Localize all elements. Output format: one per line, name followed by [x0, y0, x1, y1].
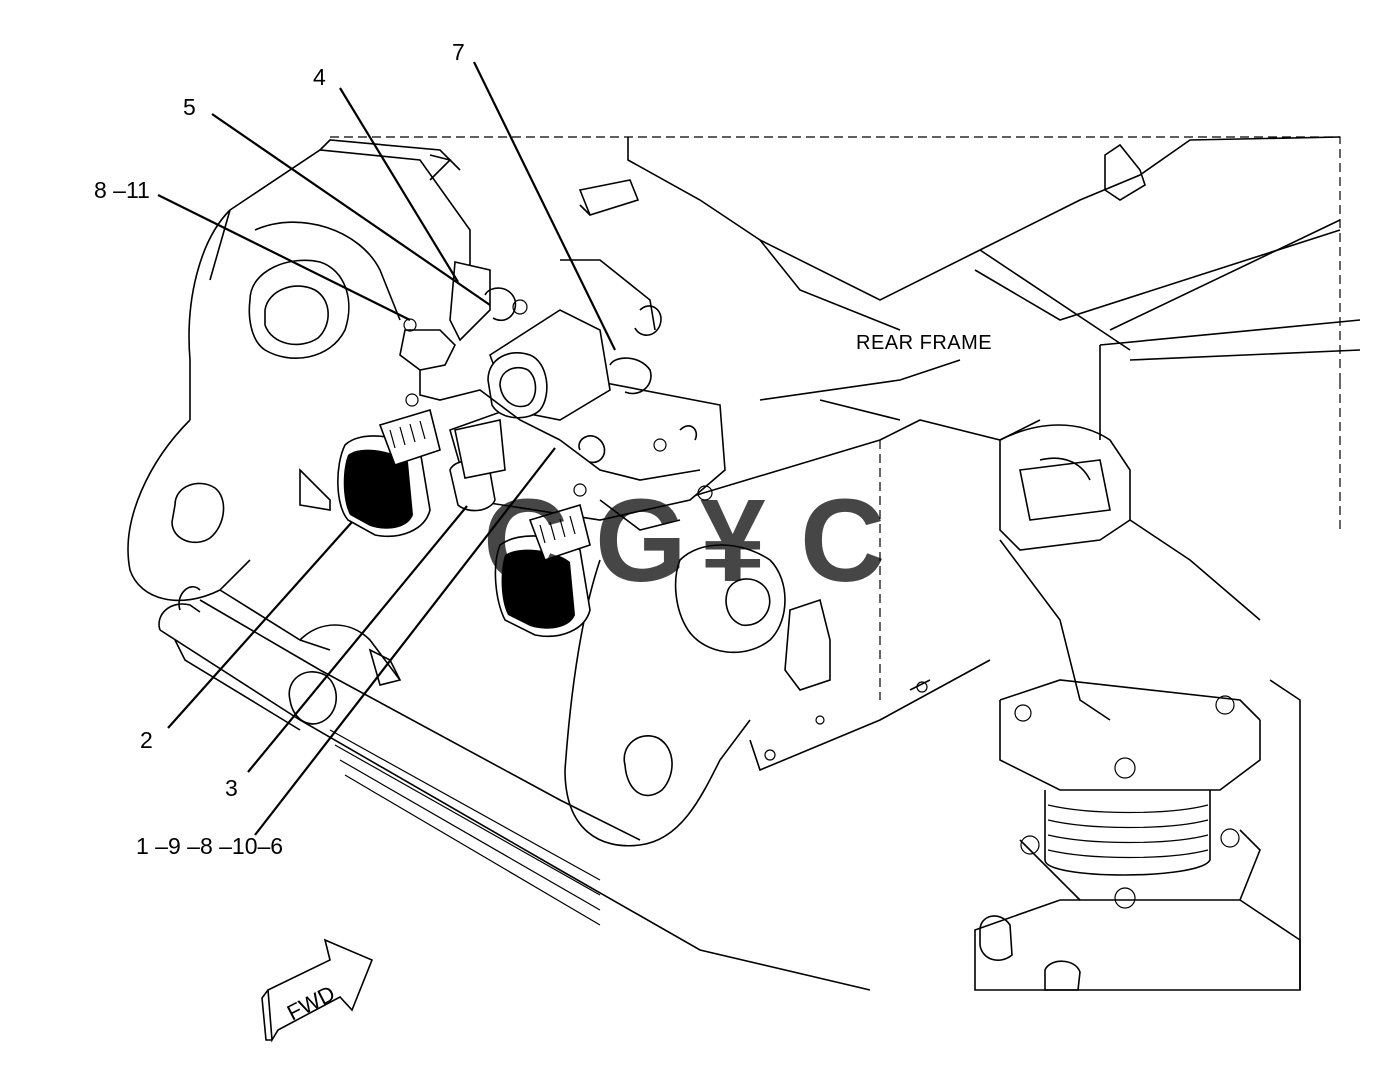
watermark-letter-2: G [595, 475, 687, 607]
leader-7 [473, 61, 616, 351]
watermark-letter-1: C [483, 475, 568, 607]
watermark-letter-3: ¥ [700, 475, 766, 607]
callouts: 7 4 5 8 –11 2 3 1 –9 –8 –10–6 [94, 39, 465, 859]
rear-frame-label: REAR FRAME [856, 332, 992, 354]
callout-3: 3 [225, 775, 238, 801]
leader-4 [339, 87, 459, 283]
leader-2 [167, 521, 353, 729]
leader-lines [157, 61, 616, 836]
watermark-letter-4: C [800, 475, 885, 607]
callout-2: 2 [140, 727, 153, 753]
leader-8-11 [157, 194, 411, 321]
callout-4: 4 [313, 64, 326, 90]
callout-7: 7 [452, 39, 465, 65]
callout-1-9-8-10-6: 1 –9 –8 –10–6 [136, 833, 283, 859]
leader-3 [247, 505, 468, 773]
watermark: C G ¥ C [483, 475, 885, 607]
leader-5 [211, 113, 491, 306]
fwd-arrow: FWD [261, 938, 374, 1043]
callout-5: 5 [183, 94, 196, 120]
right-frame-mount [974, 345, 1361, 991]
rear-frame-outline [330, 136, 1361, 530]
callout-8-11: 8 –11 [94, 177, 150, 203]
leader-1-9-8-10-6 [254, 447, 556, 836]
lower-cylinder [158, 586, 871, 991]
left-hinge-bracket [127, 139, 471, 651]
articulation-hinge [564, 359, 1041, 847]
horn-assembly [337, 259, 726, 637]
